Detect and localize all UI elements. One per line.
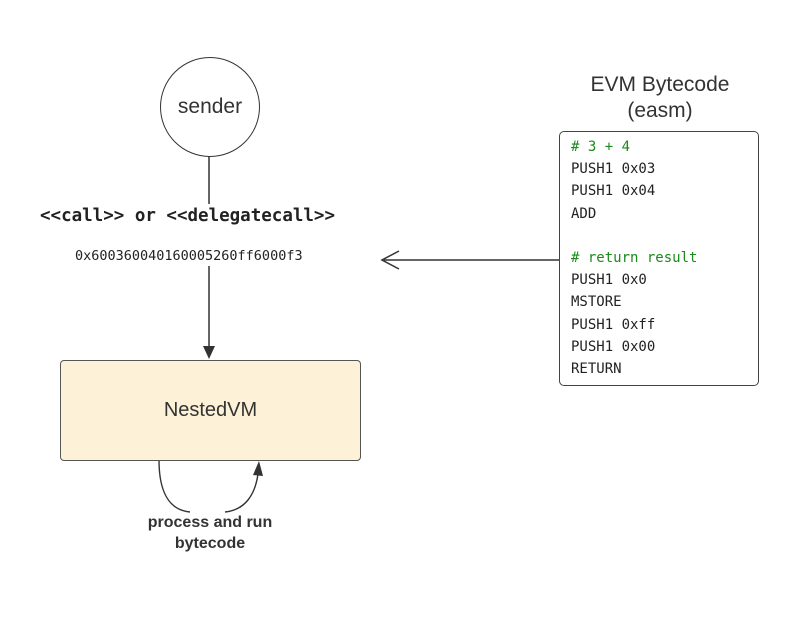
process-loop-label-line2: bytecode (174, 535, 246, 552)
sender-node: sender (160, 57, 260, 157)
code-line (571, 225, 758, 247)
process-loop-curve (158, 459, 259, 513)
evm-title-line1: EVM Bytecode (590, 73, 730, 96)
code-line: PUSH1 0x0 (571, 272, 647, 289)
code-line: PUSH1 0x00 (571, 338, 656, 355)
bytecode-feed-arrowhead (380, 250, 400, 270)
code-line: PUSH1 0x04 (571, 183, 656, 200)
code-line: PUSH1 0x03 (571, 161, 656, 178)
evm-bytecode-title: EVM Bytecode (easm) (560, 72, 760, 124)
bytecode-hex-label: 0x600360040160005260ff6000f3 (75, 248, 303, 264)
code-line: MSTORE (571, 294, 622, 311)
process-loop-label-line1: process and run (147, 514, 273, 531)
process-loop-label: process and run bytecode (130, 512, 290, 554)
call-type-label: <<call>> or <<delegatecall>> (40, 206, 336, 226)
process-loop-arrowhead (253, 461, 263, 476)
evm-bytecode-box: # 3 + 4 PUSH1 0x03 PUSH1 0x04 ADD # retu… (559, 131, 759, 386)
code-line: # return result (571, 249, 698, 266)
code-line: RETURN (571, 360, 622, 377)
sender-label: sender (177, 95, 243, 118)
nestedvm-box: NestedVM (60, 360, 361, 461)
nestedvm-label: NestedVM (163, 399, 258, 421)
code-line: # 3 + 4 (571, 139, 631, 155)
code-line: ADD (571, 205, 597, 222)
code-line: PUSH1 0xff (571, 316, 656, 333)
nestedvm-arrowhead (203, 346, 215, 359)
evm-title-line2: (easm) (627, 99, 693, 122)
